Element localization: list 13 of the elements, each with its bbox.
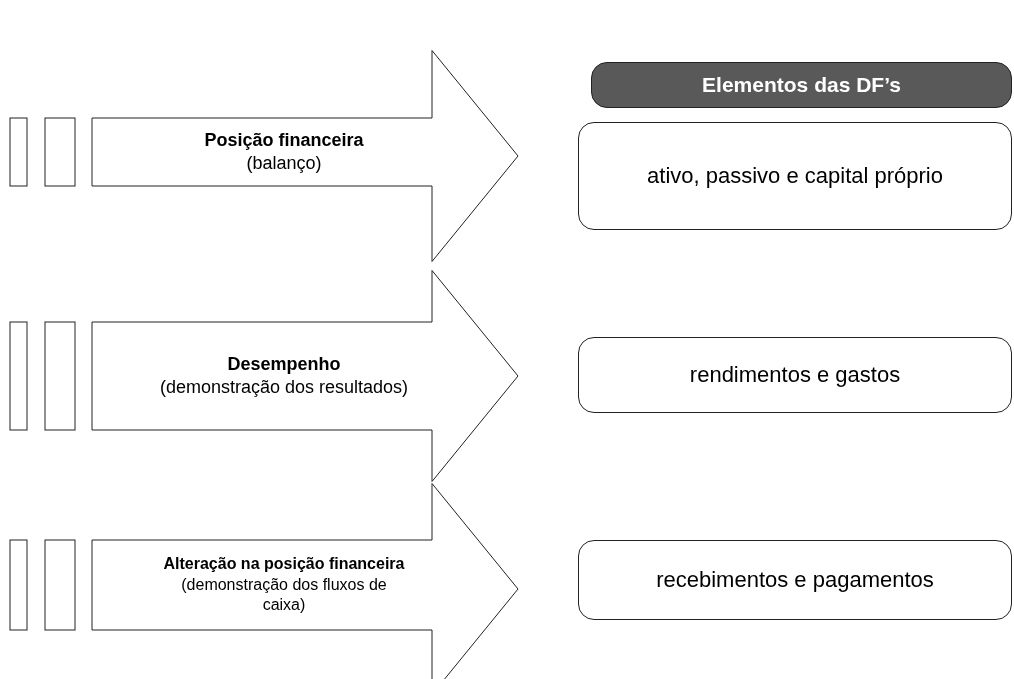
arrow-shaped-text-box — [8, 483, 520, 679]
rounded-box: rendimentos e gastos — [578, 337, 1012, 413]
arrow-heading: Posição financeira — [204, 128, 364, 152]
arrow-subtext: (demonstração dos fluxos de caixa) — [180, 574, 388, 616]
arrow-heading: Alteração na posição financeira — [163, 553, 405, 574]
header-box: Elementos das DF’s — [591, 62, 1012, 108]
arrow-heading: Desempenho — [227, 352, 341, 376]
arrow-shaped-text-box — [8, 50, 520, 262]
rounded-box: recebimentos e pagamentos — [578, 540, 1012, 620]
arrow-subtext: (demonstração dos resultados) — [159, 376, 409, 399]
arrow-subtext: (balanço) — [246, 152, 322, 175]
rounded-box: ativo, passivo e capital próprio — [578, 122, 1012, 230]
arrow-shaped-text-box — [8, 270, 520, 482]
